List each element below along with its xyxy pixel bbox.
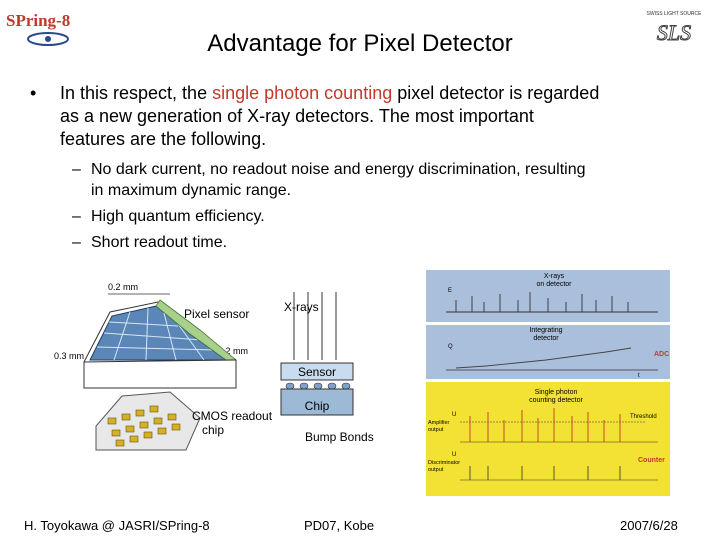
sub-bullet-dash: – <box>72 161 81 178</box>
xrays-label: X-rays <box>284 300 319 314</box>
panel2-caption-1: Integrating <box>529 327 562 334</box>
sls-logo: SWISS LIGHT SOURCE SLS <box>647 11 703 46</box>
sub-bullet-1: – No dark current, no readout noise and … <box>72 159 672 201</box>
panel1-pulses <box>446 292 658 313</box>
panel3-caption-1: Single photon <box>535 389 578 396</box>
panel1-caption-2: on detector <box>536 281 572 288</box>
panel3-amp-2: output <box>428 427 444 433</box>
bullet-line-2: as a new generation of X-ray detectors. … <box>60 106 534 126</box>
panel2-t: t <box>638 373 640 379</box>
bump-bonds-label: Bump Bonds <box>305 430 374 444</box>
sub-bullet-2-line-1: High quantum efficiency. <box>91 208 265 225</box>
footer-date: 2007/6/28 <box>620 518 678 533</box>
signal-comparison-figure: E X-rays on detector Q Integrating detec… <box>426 270 670 496</box>
bump-bonds <box>285 382 351 390</box>
bullet-symbol: • <box>30 83 37 103</box>
sensor-label: Sensor <box>298 365 336 379</box>
panel2-caption-2: detector <box>533 335 559 342</box>
cmos-label-line-2: chip <box>202 423 224 437</box>
chip-layer <box>280 388 354 416</box>
sub-bullet-dash: – <box>72 234 81 251</box>
pixel-sensor-label: Pixel sensor <box>184 307 249 321</box>
footer-event: PD07, Kobe <box>304 518 375 533</box>
sub-bullet-dash: – <box>72 208 81 225</box>
bullet-line1-after: pixel detector is regarded <box>392 83 600 103</box>
slide-title: Advantage for Pixel Detector <box>207 30 513 57</box>
sub-bullet-3: – Short readout time. <box>72 232 472 253</box>
bullet-text-before: In this respect, the <box>60 83 213 103</box>
panel3-amp-1: Amplifier <box>428 420 450 426</box>
dim-top-label: 0.2 mm <box>108 282 138 292</box>
panel1-caption-1: X-rays <box>544 273 565 280</box>
panel3-caption-2: counting detector <box>529 397 583 404</box>
chip-label: Chip <box>305 399 330 413</box>
sub-bullet-1-line-2: in maximum dynamic range. <box>91 182 292 199</box>
sub-bullet-3-line-1: Short readout time. <box>91 234 228 251</box>
bullet-line-3: features are the following. <box>60 129 267 149</box>
panel-xrays <box>426 270 670 322</box>
panel-photon-counting <box>426 382 670 496</box>
sub-bullet-2: – High quantum efficiency. <box>72 206 472 227</box>
cmos-label-line-1: CMOS readout <box>192 409 273 423</box>
xray-arrows <box>293 292 337 360</box>
panel2-axis: Q <box>448 344 453 350</box>
panel1-axis: E <box>448 288 452 294</box>
panel3-counter: Counter <box>638 457 665 464</box>
panel2-curve <box>455 347 632 369</box>
panel3-u2: U <box>452 452 456 458</box>
sls-logo-text: SLS <box>657 20 691 45</box>
spring8-logo-text: SPring-8 <box>6 11 70 30</box>
sub-bullet-1-line-1: No dark current, no readout noise and en… <box>91 161 586 178</box>
dim-mid-label: 0.2 mm <box>218 346 248 356</box>
pixel-detector-diagram: 0.2 mm 0.3 mm 0.2 mm Pixel sensor CMOS r… <box>54 282 374 451</box>
spring8-logo: SPring-8 <box>6 11 70 46</box>
panel2-adc: ADC <box>654 351 669 358</box>
sls-logo-tagline: SWISS LIGHT SOURCE <box>647 11 703 17</box>
panel3-disc-2: output <box>428 467 444 473</box>
panel3-amp-pulses <box>469 408 621 442</box>
bullet-highlight: single photon counting <box>212 83 393 103</box>
panel3-disc-1: Discriminator <box>428 460 460 466</box>
panel3-u1: U <box>452 412 456 418</box>
dim-left-label: 0.3 mm <box>54 351 84 361</box>
sensor-layer <box>280 362 354 381</box>
footer-author: H. Toyokawa @ JASRI/SPring-8 <box>24 518 210 533</box>
bullet-line-1: In this respect, the single photon count… <box>60 82 690 105</box>
panel3-disc-pulses <box>469 466 621 480</box>
panel3-threshold: Threshold <box>630 414 657 420</box>
